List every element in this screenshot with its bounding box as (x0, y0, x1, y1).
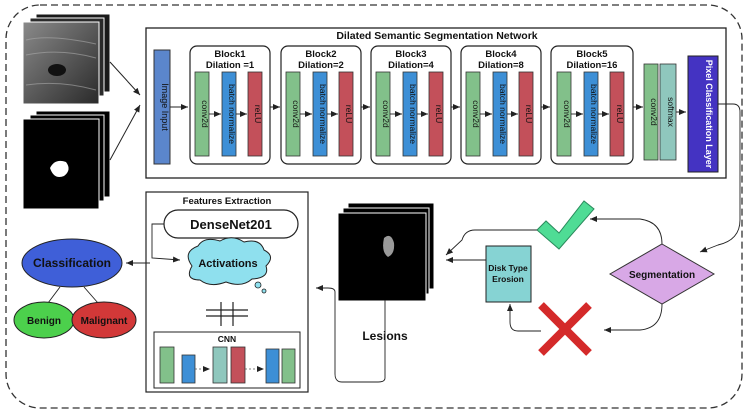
svg-text:batch normalize: batch normalize (498, 84, 508, 144)
arrow-lesions-to-features (316, 285, 386, 383)
densenet-label: DenseNet201 (190, 217, 272, 232)
block-1-title: Block1 (214, 49, 246, 60)
svg-text:conv2d: conv2d (381, 100, 391, 128)
image-input-label: Image Input (160, 83, 170, 131)
outer-dashed-frame (5, 4, 743, 409)
svg-text:batch normalize: batch normalize (589, 84, 599, 144)
block-1-dilation: Dilation =1 (206, 60, 255, 71)
cnn-conv-1 (159, 346, 175, 384)
arrow-segmentation-to-cross (604, 303, 663, 333)
malignant-label: Malignant (81, 316, 128, 327)
pixel-classification-layer (687, 55, 719, 173)
svg-text:reLU: reLU (344, 105, 354, 123)
block-4-title: Block4 (485, 49, 517, 60)
link-classification-to-malignant (83, 286, 99, 304)
arrow-pixel-to-segmentation (699, 103, 741, 253)
check-mark-icon (536, 200, 595, 250)
svg-text:batch normalize: batch normalize (408, 84, 418, 144)
svg-text:conv2d: conv2d (562, 100, 572, 128)
block-1-relu (247, 71, 263, 157)
malignant-node (71, 301, 137, 339)
classification-label: Classification (33, 256, 111, 270)
svg-text:conv2d: conv2d (291, 100, 301, 128)
erosion-label-line: Erosion (492, 274, 524, 284)
block-2-title: Block2 (305, 49, 336, 60)
arrow-densenet-to-activations (151, 223, 181, 263)
classification-node (21, 238, 123, 288)
erosion-label-line: Disk Type (488, 263, 528, 273)
block-2-dilation: Dilation=2 (298, 60, 344, 71)
svg-text:batch normalize: batch normalize (227, 84, 237, 144)
svg-text:reLU: reLU (253, 105, 263, 123)
segmentation-label: Segmentation (629, 270, 695, 281)
erosion-box (485, 245, 532, 303)
cross-mark-icon (538, 302, 592, 356)
block-4-dilation: Dilation=8 (478, 60, 524, 71)
block-5-relu (609, 71, 625, 157)
equivalence-symbol (206, 302, 248, 326)
mask-image-stack (22, 110, 111, 210)
ultrasound-image-stack (22, 13, 111, 105)
pixel-classification-label: Pixel Classification Layer (704, 60, 714, 169)
arrow-mask-to-network (109, 104, 141, 161)
arrow-segmentation-to-check (590, 216, 663, 245)
softmax-label: softmax (666, 97, 676, 128)
block-4: Block4 Dilation=8 conv2d batch normalize… (460, 45, 542, 165)
block-2-relu (338, 71, 354, 157)
activations-cloud (187, 237, 271, 294)
arrow-ultrasound-to-network (109, 61, 141, 96)
activations-label: Activations (198, 258, 257, 270)
block-1: Block1 Dilation =1 conv2d batch normaliz… (189, 45, 271, 165)
block-5-dilation: Dilation=16 (567, 60, 618, 71)
svg-text:reLU: reLU (615, 105, 625, 123)
svg-text:conv2d: conv2d (200, 100, 210, 128)
block-2: Block2 Dilation=2 conv2d batch normalize… (280, 45, 362, 165)
block-5: Block5 Dilation=16 conv2d batch normaliz… (550, 45, 634, 165)
block-3: Block3 Dilation=4 conv2d batch normalize… (370, 45, 452, 165)
block-5-title: Block5 (576, 49, 608, 60)
svg-text:batch normalize: batch normalize (318, 84, 328, 144)
cnn-relu (230, 346, 246, 384)
final-conv2d-layer (643, 63, 659, 161)
block-3-title: Block3 (395, 49, 426, 60)
final-conv2d-label: conv2d (649, 98, 659, 126)
cnn-label: CNN (218, 334, 236, 344)
lesion-image-stack (337, 202, 435, 302)
arrow-cross-to-erosion (507, 304, 541, 332)
cnn-bn-1 (181, 354, 196, 384)
block-4-relu (518, 71, 534, 157)
benign-label: Benign (27, 316, 61, 327)
svg-text:reLU: reLU (524, 105, 534, 123)
svg-text:conv2d: conv2d (471, 100, 481, 128)
link-classification-to-benign (47, 286, 61, 304)
arrow-check-to-lesions (445, 229, 537, 256)
block-3-dilation: Dilation=4 (388, 60, 434, 71)
features-extraction-title: Features Extraction (183, 196, 272, 207)
block-3-relu (428, 71, 444, 157)
svg-text:reLU: reLU (434, 105, 444, 123)
network-title: Dilated Semantic Segmentation Network (336, 30, 537, 42)
cnn-softmax (212, 346, 228, 384)
cnn-bn-2 (265, 348, 280, 384)
cnn-conv-2 (281, 348, 296, 384)
